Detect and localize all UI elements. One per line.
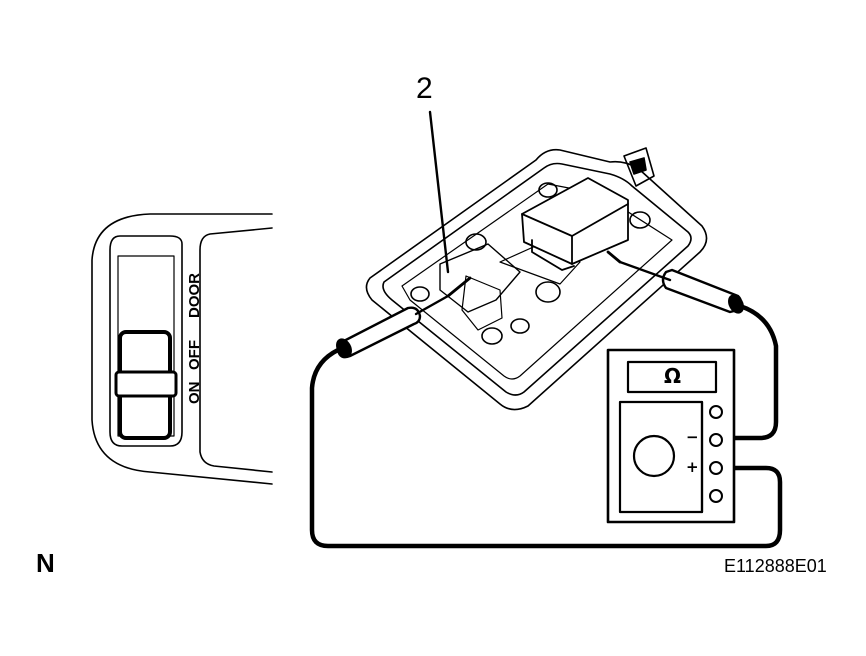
meter-dial <box>632 434 676 478</box>
view-letter: N <box>36 548 55 578</box>
lead-right <box>713 303 779 441</box>
minus-sign: − <box>686 428 699 446</box>
plus-sign: + <box>686 458 699 476</box>
probe-left <box>336 276 472 359</box>
callout-leader <box>428 110 450 274</box>
relay-block <box>521 177 629 271</box>
terminal-4 <box>709 489 723 503</box>
terminal-minus <box>709 433 723 447</box>
switch-knob <box>114 330 178 440</box>
terminal-1 <box>709 405 723 419</box>
switch-label-door: DOOR <box>186 273 203 318</box>
ohm-symbol: Ω <box>664 364 682 388</box>
ohmmeter <box>606 348 736 524</box>
switch-label-off: OFF <box>186 340 203 370</box>
lead-left <box>309 347 783 549</box>
figure-id: E112888E01 <box>724 556 827 576</box>
callout-number: 2 <box>416 72 433 105</box>
probe-right <box>606 250 744 314</box>
terminal-plus <box>709 461 723 475</box>
switch-label-on: ON <box>186 381 203 405</box>
lamp-housing <box>365 147 708 411</box>
